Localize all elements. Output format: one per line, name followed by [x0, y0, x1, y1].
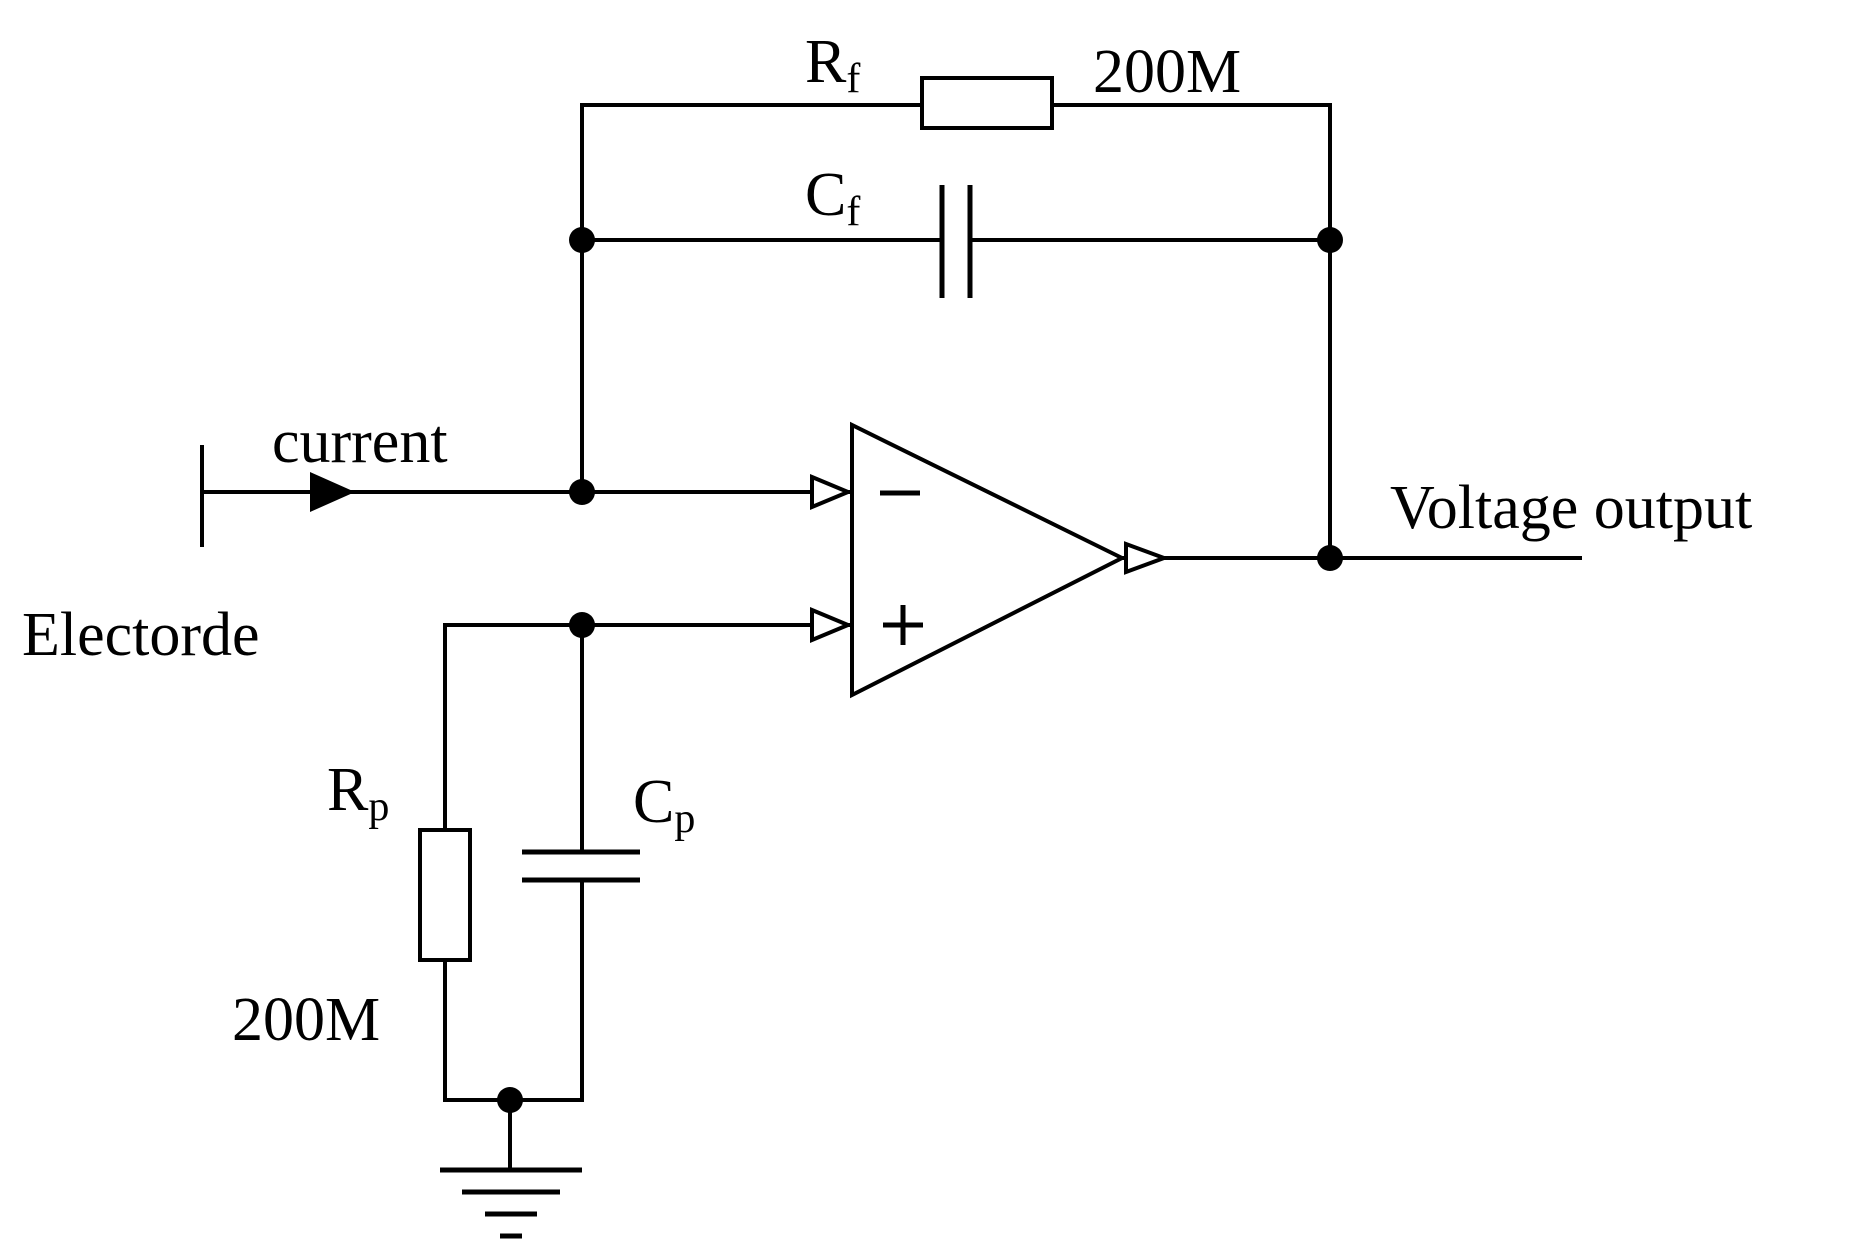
rp-value-label: 200M: [232, 986, 380, 1054]
rf-value-label: 200M: [1093, 38, 1241, 106]
rf-resistor: [920, 76, 1054, 130]
noninverting-input-arrow: [810, 607, 854, 643]
current-label: current: [272, 408, 448, 476]
inverting-input-arrow: [810, 474, 854, 510]
electrode-label: Electorde: [22, 601, 260, 669]
rf-label: Rf: [805, 28, 860, 102]
junction-dot: [1317, 545, 1343, 571]
cp-label: Cp: [633, 768, 695, 842]
output-arrow: [1124, 541, 1170, 575]
junction-dot: [569, 479, 595, 505]
junction-dot: [569, 612, 595, 638]
op-amp: [850, 421, 1127, 699]
junction-dot: [497, 1087, 523, 1113]
rp-resistor: [418, 828, 472, 962]
current-arrow: [310, 472, 355, 512]
cf-label: Cf: [805, 161, 860, 235]
output-label: Voltage output: [1390, 474, 1752, 542]
junction-dot: [569, 227, 595, 253]
junction-dot: [1317, 227, 1343, 253]
rp-label: Rp: [327, 756, 389, 830]
